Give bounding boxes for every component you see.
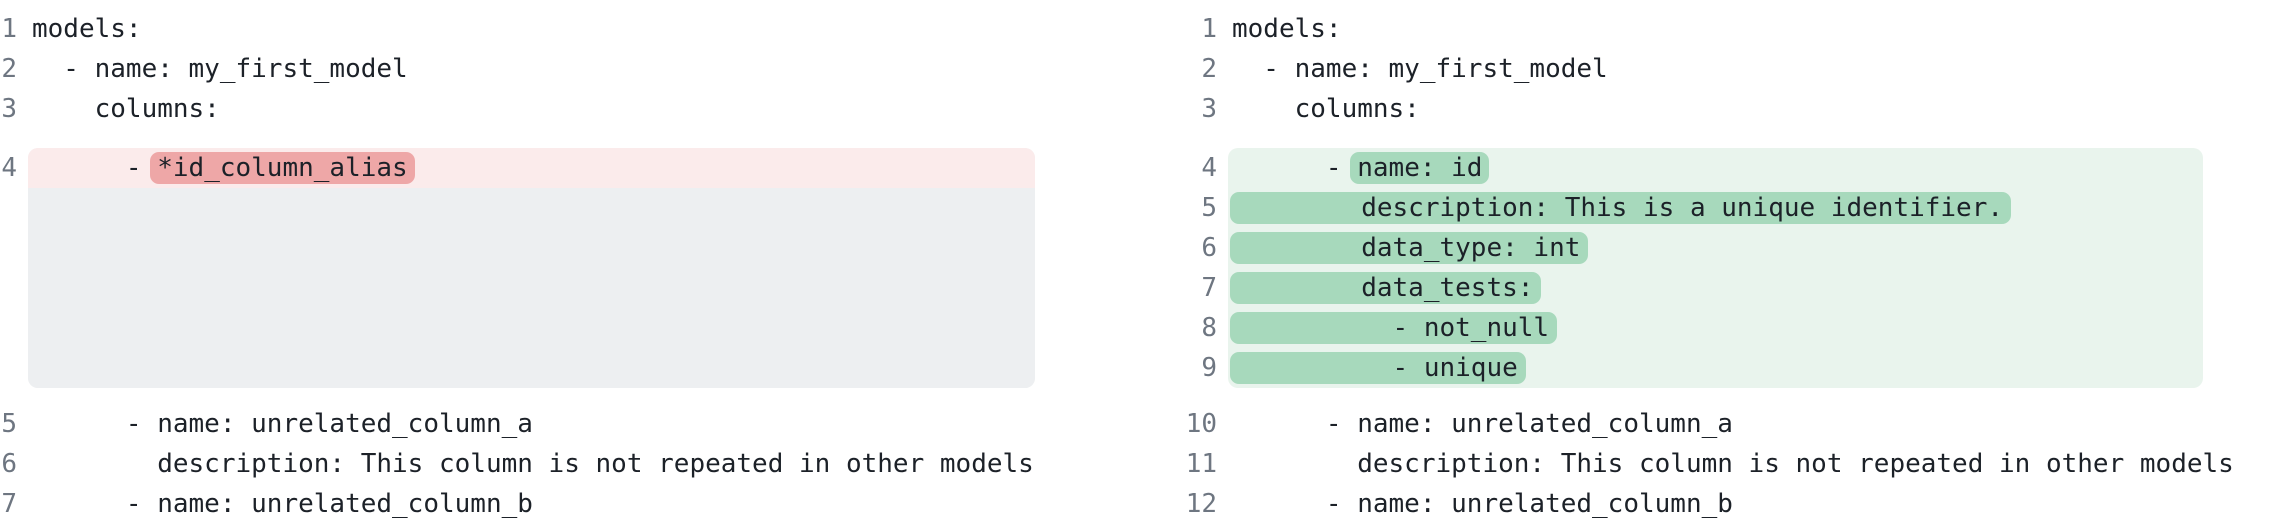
code-line: 2 - name: my_first_model (0, 49, 1139, 89)
added-line: description: This is a unique identifier… (1228, 188, 2203, 228)
code-line: 2 - name: my_first_model (1139, 49, 2278, 89)
code-line: 10 - name: unrelated_column_a (1139, 404, 2278, 444)
code-line: 3 columns: (1139, 89, 2278, 129)
line-number: 10 (1185, 409, 1217, 439)
line-number: 2 (1, 54, 17, 84)
code-line: 6 description: This column is not repeat… (0, 444, 1139, 484)
code-line: 3 columns: (0, 89, 1139, 129)
code-text: models: (1232, 14, 1342, 44)
line-number: 7 (1201, 273, 1217, 303)
code-text: - name: unrelated_column_a (1232, 409, 1733, 439)
code-text: columns: (32, 94, 220, 124)
line-number: 5 (1, 409, 17, 439)
removed-line: - *id_column_alias (28, 148, 1035, 188)
removed-block-row: 4 - *id_column_alias (0, 148, 1139, 388)
added-token: description: This is a unique identifier… (1230, 192, 2012, 224)
line-number: 6 (1201, 233, 1217, 263)
collapsed-filler (28, 188, 1035, 388)
line-number: 1 (1201, 14, 1217, 44)
code-text: models: (32, 14, 142, 44)
line-number: 4 (1201, 153, 1217, 183)
line-number: 12 (1185, 489, 1217, 519)
line-number: 8 (1201, 313, 1217, 343)
added-block: - name: id description: This is a unique… (1228, 148, 2203, 388)
code-line: 1 models: (0, 9, 1139, 49)
diff-pane-before: 1 models: 2 - name: my_first_model 3 col… (0, 0, 1139, 524)
added-token: name: id (1350, 152, 1490, 184)
removed-token: *id_column_alias (150, 152, 415, 184)
removed-block: - *id_column_alias (28, 148, 1035, 388)
code-line: 12 - name: unrelated_column_b (1139, 484, 2278, 524)
code-text: description: This column is not repeated… (32, 449, 1034, 479)
line-number: 3 (1, 94, 17, 124)
added-line: data_tests: (1228, 268, 2203, 308)
code-line: 1 models: (1139, 9, 2278, 49)
diff-pane-after: 1 models: 2 - name: my_first_model 3 col… (1139, 0, 2278, 524)
added-line: - not_null (1228, 308, 2203, 348)
added-block-row: 4 5 6 7 8 9 - name: id description: This… (1139, 148, 2278, 388)
code-text: - name: unrelated_column_b (32, 489, 533, 519)
added-line: - name: id (1228, 148, 2203, 188)
code-text: - name: my_first_model (32, 54, 408, 84)
line-number: 3 (1201, 94, 1217, 124)
line-number: 6 (1, 449, 17, 479)
code-text: - (1232, 153, 1358, 183)
added-block-gutter: 4 5 6 7 8 9 (1139, 148, 1217, 388)
line-number: 9 (1201, 353, 1217, 383)
line-number: 7 (1, 489, 17, 519)
line-number: 1 (1, 14, 17, 44)
line-number: 2 (1201, 54, 1217, 84)
removed-block-gutter: 4 (0, 148, 17, 388)
added-token: - unique (1230, 352, 1526, 384)
added-line: data_type: int (1228, 228, 2203, 268)
added-token: - not_null (1230, 312, 1558, 344)
added-line: - unique (1228, 348, 2203, 388)
added-token: data_type: int (1230, 232, 1589, 264)
code-text: - name: unrelated_column_b (1232, 489, 1733, 519)
line-number: 4 (1, 153, 17, 183)
code-text: - (32, 153, 158, 183)
line-number: 11 (1185, 449, 1217, 479)
code-line: 7 - name: unrelated_column_b (0, 484, 1139, 524)
code-text: - name: unrelated_column_a (32, 409, 533, 439)
code-text: - name: my_first_model (1232, 54, 1608, 84)
code-text: columns: (1232, 94, 1420, 124)
line-number: 5 (1201, 193, 1217, 223)
code-line: 5 - name: unrelated_column_a (0, 404, 1139, 444)
code-line: 11 description: This column is not repea… (1139, 444, 2278, 484)
code-text: description: This column is not repeated… (1232, 449, 2234, 479)
added-token: data_tests: (1230, 272, 1542, 304)
